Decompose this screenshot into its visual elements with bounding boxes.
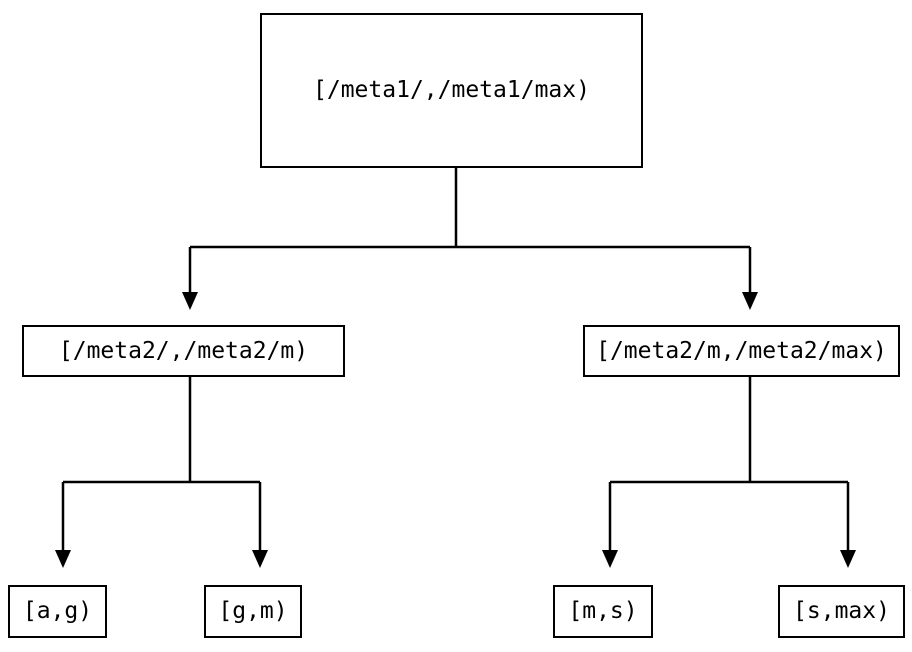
node-branch-right-label: [/meta2/m,/meta2/max) xyxy=(596,337,887,364)
node-leaf-4: [s,max) xyxy=(778,585,905,638)
node-leaf-4-label: [s,max) xyxy=(793,598,890,624)
node-root-label: [/meta1/,/meta1/max) xyxy=(313,77,590,103)
arrowhead-branch-left xyxy=(182,292,198,310)
node-leaf-2-label: [g,m) xyxy=(218,598,288,624)
node-leaf-2: [g,m) xyxy=(204,585,302,638)
node-leaf-1-label: [a,g) xyxy=(22,598,93,624)
node-branch-left: [/meta2/,/meta2/m) xyxy=(22,325,345,377)
node-leaf-3-label: [m,s) xyxy=(568,598,638,624)
arrowhead-leaf-1 xyxy=(55,550,71,568)
arrowhead-leaf-2 xyxy=(252,550,268,568)
arrowhead-leaf-4 xyxy=(840,550,856,568)
edge-arrowheads xyxy=(55,292,856,568)
node-branch-left-label: [/meta2/,/meta2/m) xyxy=(58,337,309,364)
node-root: [/meta1/,/meta1/max) xyxy=(260,13,643,168)
node-branch-right: [/meta2/m,/meta2/max) xyxy=(583,325,900,377)
arrowhead-leaf-3 xyxy=(602,550,618,568)
node-leaf-1: [a,g) xyxy=(8,585,107,638)
node-leaf-3: [m,s) xyxy=(553,585,653,638)
edge-lines xyxy=(61,168,850,550)
arrowhead-branch-right xyxy=(742,292,758,310)
